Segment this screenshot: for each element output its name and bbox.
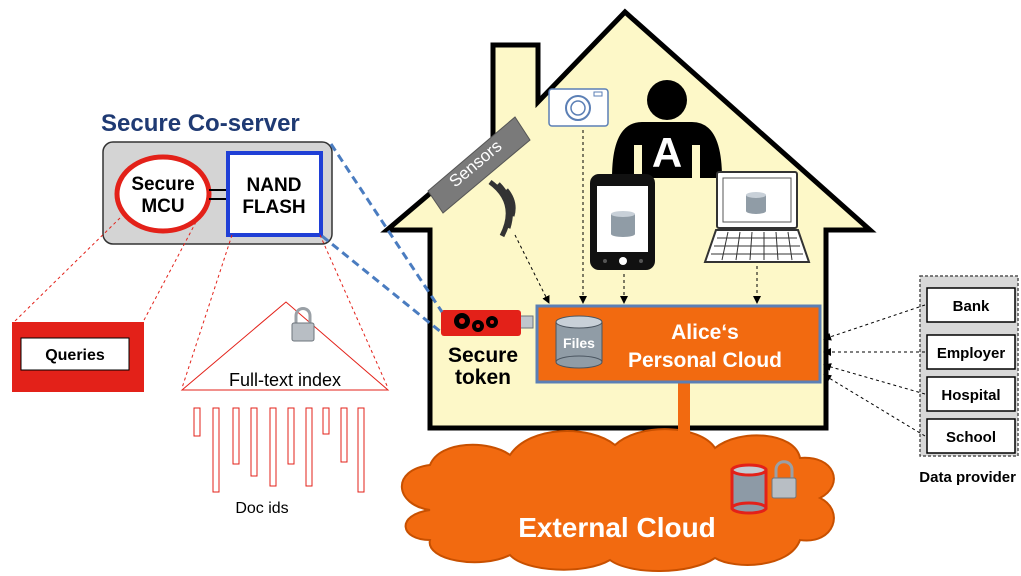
device-arrows bbox=[514, 130, 761, 304]
doc-id-bars bbox=[193, 407, 365, 493]
camera-icon bbox=[548, 88, 609, 127]
provider-arrows bbox=[823, 304, 926, 437]
cloud-padlock-icon bbox=[771, 460, 797, 499]
token-label-line2: token bbox=[455, 366, 511, 389]
coserver-box: Secure MCU NAND FLASH bbox=[102, 141, 333, 245]
arrow-sensors bbox=[514, 234, 550, 304]
files-database-icon bbox=[555, 315, 603, 369]
personal-cloud-subtitle: Personal Cloud bbox=[628, 349, 782, 372]
token-label-line1: Secure bbox=[448, 344, 518, 367]
files-label: Files bbox=[563, 335, 595, 351]
provider-employer-label: Employer bbox=[937, 345, 1006, 362]
flash-label-line2: FLASH bbox=[242, 197, 305, 218]
laptop-icon bbox=[703, 171, 811, 263]
provider-bank bbox=[926, 287, 1016, 323]
cloud-link-bar bbox=[678, 382, 690, 454]
mcu-label-line1: Secure bbox=[131, 174, 194, 195]
coserver-token-links bbox=[321, 143, 444, 334]
user-avatar: A bbox=[612, 80, 722, 178]
secure-token: Secure token bbox=[441, 310, 534, 389]
provider-hospital-label: Hospital bbox=[941, 387, 1000, 404]
queries-box: Queries bbox=[12, 322, 144, 392]
wireless-signal-icon bbox=[488, 179, 516, 238]
provider-bank-label: Bank bbox=[953, 298, 990, 315]
external-cloud: External Cloud bbox=[400, 428, 835, 572]
data-providers: Bank Employer Hospital School Data provi… bbox=[919, 275, 1019, 486]
external-cloud-shape bbox=[400, 428, 835, 572]
usb-plug bbox=[518, 315, 534, 329]
personal-cloud-title: Alice‘s bbox=[671, 321, 739, 344]
provider-school bbox=[926, 418, 1016, 454]
index-padlock-icon bbox=[291, 307, 315, 342]
user-letter: A bbox=[652, 129, 682, 176]
docids-label: Doc ids bbox=[235, 500, 288, 517]
index-label: Full-text index bbox=[229, 370, 341, 390]
provider-school-label: School bbox=[946, 429, 996, 446]
cloud-database-icon bbox=[730, 463, 768, 515]
smartphone-icon bbox=[590, 174, 655, 270]
gears-icon bbox=[454, 313, 498, 332]
queries-label: Queries bbox=[45, 347, 105, 364]
zoom-lines bbox=[13, 217, 389, 389]
external-cloud-label: External Cloud bbox=[518, 512, 716, 543]
provider-employer bbox=[926, 334, 1016, 370]
mcu-label-line2: MCU bbox=[141, 196, 184, 217]
flash-label-line1: NAND bbox=[247, 175, 302, 196]
providers-caption: Data provider bbox=[919, 469, 1016, 486]
personal-cloud-box: Files Alice‘s Personal Cloud bbox=[535, 304, 822, 384]
nand-flash bbox=[226, 151, 323, 237]
full-text-index: Full-text index bbox=[180, 301, 390, 391]
provider-hospital bbox=[926, 376, 1016, 412]
secure-mcu bbox=[114, 154, 212, 234]
coserver-title: Secure Co-server bbox=[101, 110, 300, 137]
